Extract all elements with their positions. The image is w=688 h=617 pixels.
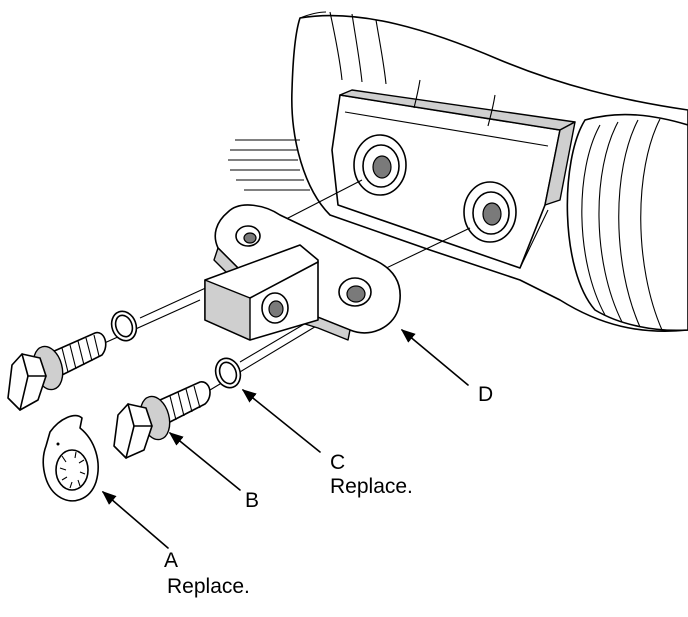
bolt-upper	[7, 331, 107, 411]
bracket-d	[204, 204, 401, 341]
callout-a-note: Replace.	[167, 575, 250, 598]
o-ring-c	[214, 357, 242, 389]
callout-leaders	[101, 329, 469, 549]
callout-a-letter: A	[164, 549, 179, 572]
lock-washer-a	[42, 414, 99, 502]
callout-c-letter: C	[330, 451, 346, 474]
gear-housing	[228, 11, 688, 333]
o-ring-upper	[110, 310, 138, 342]
callout-d-letter: D	[478, 383, 494, 406]
callout-b-letter: B	[245, 489, 260, 512]
bolt-b	[113, 381, 211, 459]
callout-c-note: Replace.	[330, 475, 413, 498]
